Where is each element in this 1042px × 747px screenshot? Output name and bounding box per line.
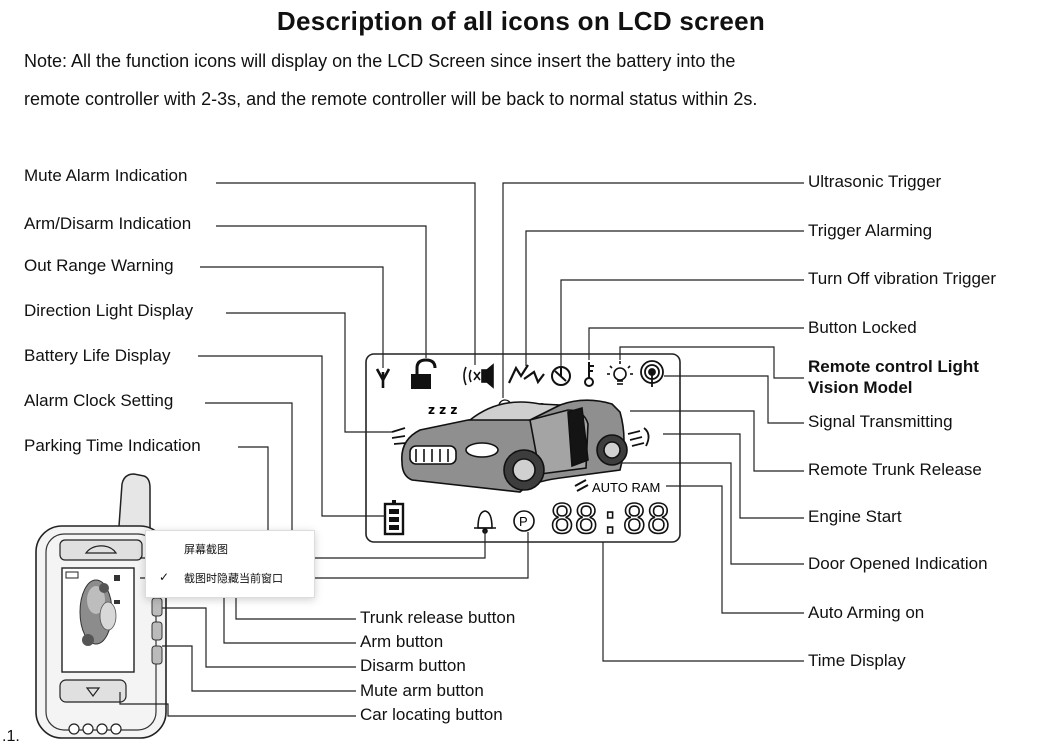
label-auto-arming: Auto Arming on bbox=[808, 603, 925, 622]
label-out-range: Out Range Warning bbox=[24, 256, 174, 275]
remote-fob bbox=[35, 473, 167, 739]
fob-antenna bbox=[117, 473, 151, 542]
label-alarm-clock: Alarm Clock Setting bbox=[24, 391, 174, 410]
direction-light-icon bbox=[391, 427, 407, 445]
signal-icon bbox=[640, 360, 664, 387]
label-parking-time: Parking Time Indication bbox=[24, 436, 201, 455]
label-trunk-release-button: Trunk release button bbox=[360, 608, 516, 627]
menu-item-hide-window[interactable]: 截图时隐藏当前窗口 bbox=[184, 572, 283, 585]
auto-arming-icon bbox=[574, 479, 589, 492]
key-icon bbox=[584, 362, 594, 387]
parking-icon bbox=[513, 510, 535, 532]
auto-ram-text: AUTO RAM bbox=[592, 480, 660, 495]
label-car-locating-button: Car locating button bbox=[360, 705, 503, 724]
padlock-icon bbox=[411, 358, 437, 389]
context-menu: 屏幕截图 ✓ 截图时隐藏当前窗口 bbox=[145, 530, 315, 598]
label-turn-off-vibration: Turn Off vibration Trigger bbox=[808, 269, 997, 288]
label-door-opened: Door Opened Indication bbox=[808, 554, 988, 573]
check-icon: ✓ bbox=[159, 570, 170, 584]
label-button-locked: Button Locked bbox=[808, 318, 917, 337]
antenna-icon bbox=[375, 368, 391, 388]
page-title: Description of all icons on LCD screen bbox=[276, 6, 766, 36]
label-arm-button: Arm button bbox=[360, 632, 444, 651]
label-direction-light: Direction Light Display bbox=[24, 301, 194, 320]
disarm-side-button bbox=[151, 621, 163, 641]
label-engine-start: Engine Start bbox=[808, 507, 902, 526]
label-signal-transmitting: Signal Transmitting bbox=[808, 412, 953, 431]
vibration-off-icon bbox=[551, 366, 571, 386]
car-illustration bbox=[401, 399, 628, 493]
note-line-1: Note: All the function icons will displa… bbox=[24, 51, 736, 71]
time-display: 88:88 bbox=[550, 497, 670, 543]
note-line-2: remote controller with 2-3s, and the rem… bbox=[24, 89, 758, 109]
label-battery-life: Battery Life Display bbox=[24, 346, 171, 365]
fob-car-image bbox=[79, 579, 117, 646]
lcd-panel: z z z AUTO RAM bbox=[365, 353, 681, 544]
label-ultrasonic: Ultrasonic Trigger bbox=[808, 172, 942, 191]
label-remote-trunk: Remote Trunk Release bbox=[808, 460, 982, 479]
label-time-display: Time Display bbox=[808, 651, 906, 670]
engine-start-icon bbox=[627, 427, 650, 447]
label-mute-alarm: Mute Alarm Indication bbox=[24, 166, 188, 185]
label-arm-disarm: Arm/Disarm Indication bbox=[24, 214, 192, 233]
light-bulb-icon bbox=[607, 361, 633, 385]
label-mute-arm-button: Mute arm button bbox=[360, 681, 484, 700]
mute-alarm-icon bbox=[463, 363, 494, 389]
menu-item-screenshot[interactable]: 屏幕截图 bbox=[184, 543, 228, 556]
parking-letter: P bbox=[519, 514, 528, 529]
leader-lines bbox=[119, 182, 804, 717]
page-number: .1. bbox=[2, 728, 20, 745]
mute-side-button bbox=[151, 645, 163, 665]
arm-side-button bbox=[151, 597, 163, 617]
trigger-alarm-icon bbox=[508, 364, 545, 385]
car-locating-button bbox=[59, 679, 127, 703]
locate-icon bbox=[85, 687, 101, 697]
label-remote-light-1: Remote control Light bbox=[808, 357, 979, 376]
label-remote-light-2: Vision Model bbox=[808, 378, 913, 397]
trunk-release-button bbox=[59, 539, 143, 561]
battery-icon bbox=[383, 500, 405, 536]
snore-text: z z z bbox=[428, 403, 457, 417]
label-trigger-alarming: Trigger Alarming bbox=[808, 221, 933, 240]
trunk-icon bbox=[84, 545, 118, 554]
label-disarm-button: Disarm button bbox=[360, 656, 466, 675]
